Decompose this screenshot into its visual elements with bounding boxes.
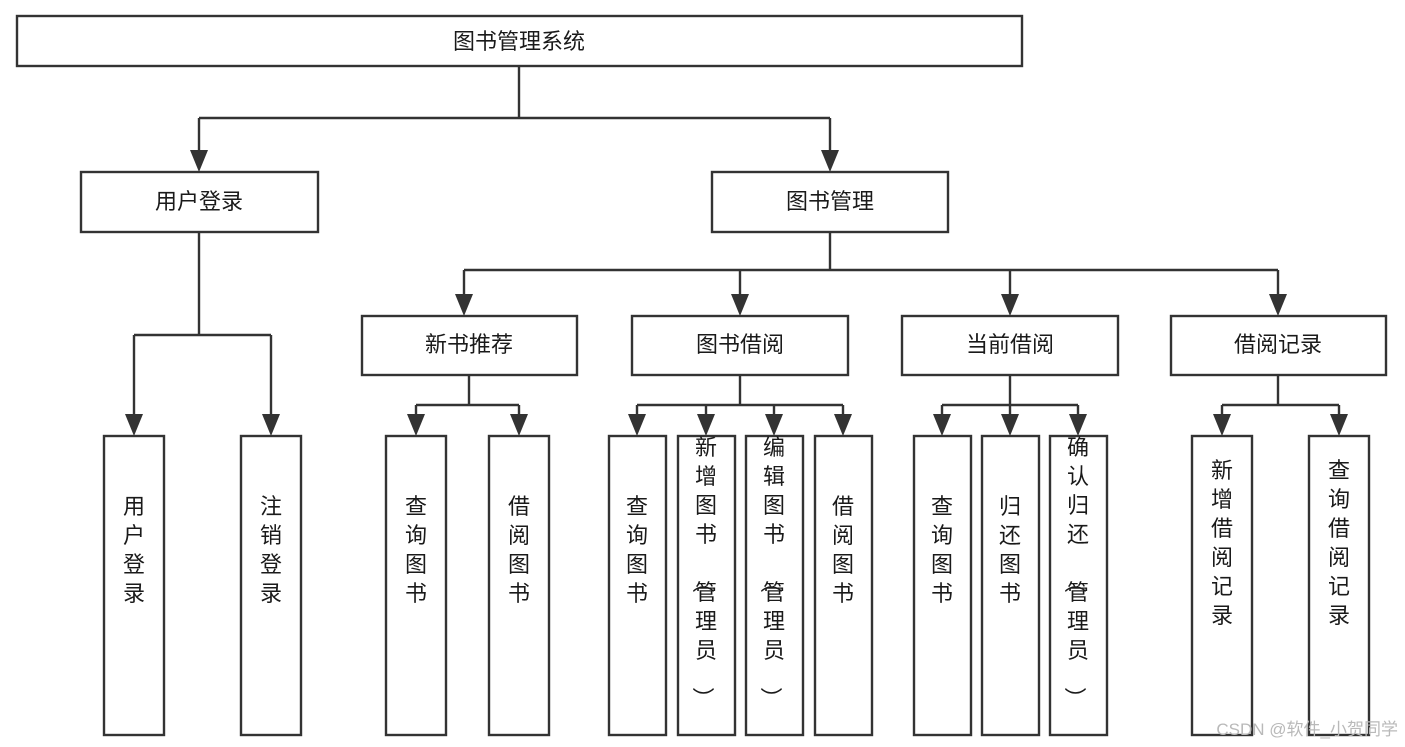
arrow-head-leaf-borrow-book-1	[510, 414, 528, 436]
node-leaf-borrow-book-1-box[interactable]	[487, 434, 551, 737]
node-leaf-query-book-3-box[interactable]	[912, 434, 973, 737]
node-leaf-edit-book[interactable]: 编辑图书（管理员）	[744, 434, 805, 737]
node-leaf-user-logout[interactable]: 注销登录	[239, 434, 303, 737]
node-leaf-add-book-label: 新增图书（管理员）	[690, 435, 717, 709]
node-leaf-confirm-return[interactable]: 确认归还（管理员）	[1048, 434, 1109, 737]
node-leaf-edit-book-label: 编辑图书（管理员）	[758, 435, 785, 709]
node-leaf-borrow-book-1-label: 借阅图书	[508, 494, 530, 606]
arrow-head-leaf-query-book-1	[407, 414, 425, 436]
node-current-borrow-box[interactable]	[900, 314, 1120, 377]
node-current-borrow-label: 当前借阅	[966, 332, 1054, 357]
node-leaf-borrow-book-1[interactable]: 借阅图书	[487, 434, 551, 737]
node-new-book-recommend-label: 新书推荐	[425, 332, 513, 357]
node-leaf-add-book-box[interactable]	[676, 434, 737, 737]
node-leaf-confirm-return-box[interactable]	[1048, 434, 1109, 737]
arrow-head-leaf-add-record	[1213, 414, 1231, 436]
node-leaf-query-book-3[interactable]: 查询图书	[912, 434, 973, 737]
arrow-head-borrow-record	[1269, 294, 1287, 316]
arrow-head-current-borrow	[1001, 294, 1019, 316]
node-book-management-label: 图书管理	[786, 189, 874, 214]
node-leaf-confirm-return-label: 确认归还（管理员）	[1062, 435, 1089, 709]
node-user-login-label: 用户登录	[155, 189, 243, 214]
node-leaf-return-book-box[interactable]	[980, 434, 1041, 737]
arrow-head-leaf-query-record	[1330, 414, 1348, 436]
node-book-management[interactable]: 图书管理	[710, 170, 950, 234]
arrow-head-leaf-add-book	[697, 414, 715, 436]
node-leaf-add-record-box[interactable]	[1190, 434, 1254, 737]
node-leaf-borrow-book-2-label: 借阅图书	[832, 494, 854, 606]
node-root-box[interactable]	[15, 14, 1024, 68]
arrow-head-book-borrow	[731, 294, 749, 316]
arrow-head-leaf-borrow-book-2	[834, 414, 852, 436]
arrow-head-leaf-user-logout	[262, 414, 280, 436]
arrow-head-leaf-edit-book	[765, 414, 783, 436]
node-new-book-recommend[interactable]: 新书推荐	[360, 314, 579, 377]
connector-layer	[125, 66, 1348, 436]
arrow-head-leaf-user-login	[125, 414, 143, 436]
node-leaf-add-record[interactable]: 新增借阅记录	[1190, 434, 1254, 737]
node-leaf-query-record-box[interactable]	[1307, 434, 1371, 737]
node-leaf-query-record-label: 查询借阅记录	[1328, 458, 1350, 628]
node-borrow-record-box[interactable]	[1169, 314, 1388, 377]
arrow-head-leaf-return-book	[1001, 414, 1019, 436]
arrow-head-book-management	[821, 150, 839, 172]
arrow-head-new-book-recommend	[455, 294, 473, 316]
node-user-login-box[interactable]	[79, 170, 320, 234]
node-leaf-query-book-1-box[interactable]	[384, 434, 448, 737]
node-leaf-add-record-label: 新增借阅记录	[1211, 458, 1233, 628]
node-leaf-borrow-book-2-box[interactable]	[813, 434, 874, 737]
node-leaf-query-book-2-box[interactable]	[607, 434, 668, 737]
node-leaf-query-book-2-label: 查询图书	[626, 494, 648, 606]
node-leaf-edit-book-box[interactable]	[744, 434, 805, 737]
node-leaf-user-login-label: 用户登录	[123, 494, 145, 606]
arrow-head-leaf-confirm-return	[1069, 414, 1087, 436]
node-borrow-record-label: 借阅记录	[1234, 332, 1322, 357]
node-leaf-query-book-3-label: 查询图书	[931, 494, 953, 606]
node-leaf-borrow-book-2[interactable]: 借阅图书	[813, 434, 874, 737]
node-leaf-add-book[interactable]: 新增图书（管理员）	[676, 434, 737, 737]
node-leaf-user-login-box[interactable]	[102, 434, 166, 737]
node-leaf-query-book-1-label: 查询图书	[405, 494, 427, 606]
node-leaf-query-book-1[interactable]: 查询图书	[384, 434, 448, 737]
node-leaf-user-logout-box[interactable]	[239, 434, 303, 737]
node-leaf-query-book-2[interactable]: 查询图书	[607, 434, 668, 737]
node-book-management-box[interactable]	[710, 170, 950, 234]
node-leaf-return-book-label: 归还图书	[999, 494, 1021, 606]
node-leaf-user-login[interactable]: 用户登录	[102, 434, 166, 737]
node-leaf-query-record[interactable]: 查询借阅记录	[1307, 434, 1371, 737]
node-leaf-return-book[interactable]: 归还图书	[980, 434, 1041, 737]
node-user-login[interactable]: 用户登录	[79, 170, 320, 234]
node-borrow-record[interactable]: 借阅记录	[1169, 314, 1388, 377]
node-root[interactable]: 图书管理系统	[15, 14, 1024, 68]
node-book-borrow-box[interactable]	[630, 314, 850, 377]
node-root-label: 图书管理系统	[453, 29, 585, 54]
node-new-book-recommend-box[interactable]	[360, 314, 579, 377]
arrow-head-leaf-query-book-3	[933, 414, 951, 436]
node-leaf-user-logout-label: 注销登录	[260, 494, 282, 606]
arrow-head-user-login	[190, 150, 208, 172]
csdn-watermark: CSDN @软件_小贺同学	[1216, 720, 1398, 739]
node-book-borrow-label: 图书借阅	[696, 332, 784, 357]
node-book-borrow[interactable]: 图书借阅	[630, 314, 850, 377]
arrow-head-leaf-query-book-2	[628, 414, 646, 436]
node-current-borrow[interactable]: 当前借阅	[900, 314, 1120, 377]
